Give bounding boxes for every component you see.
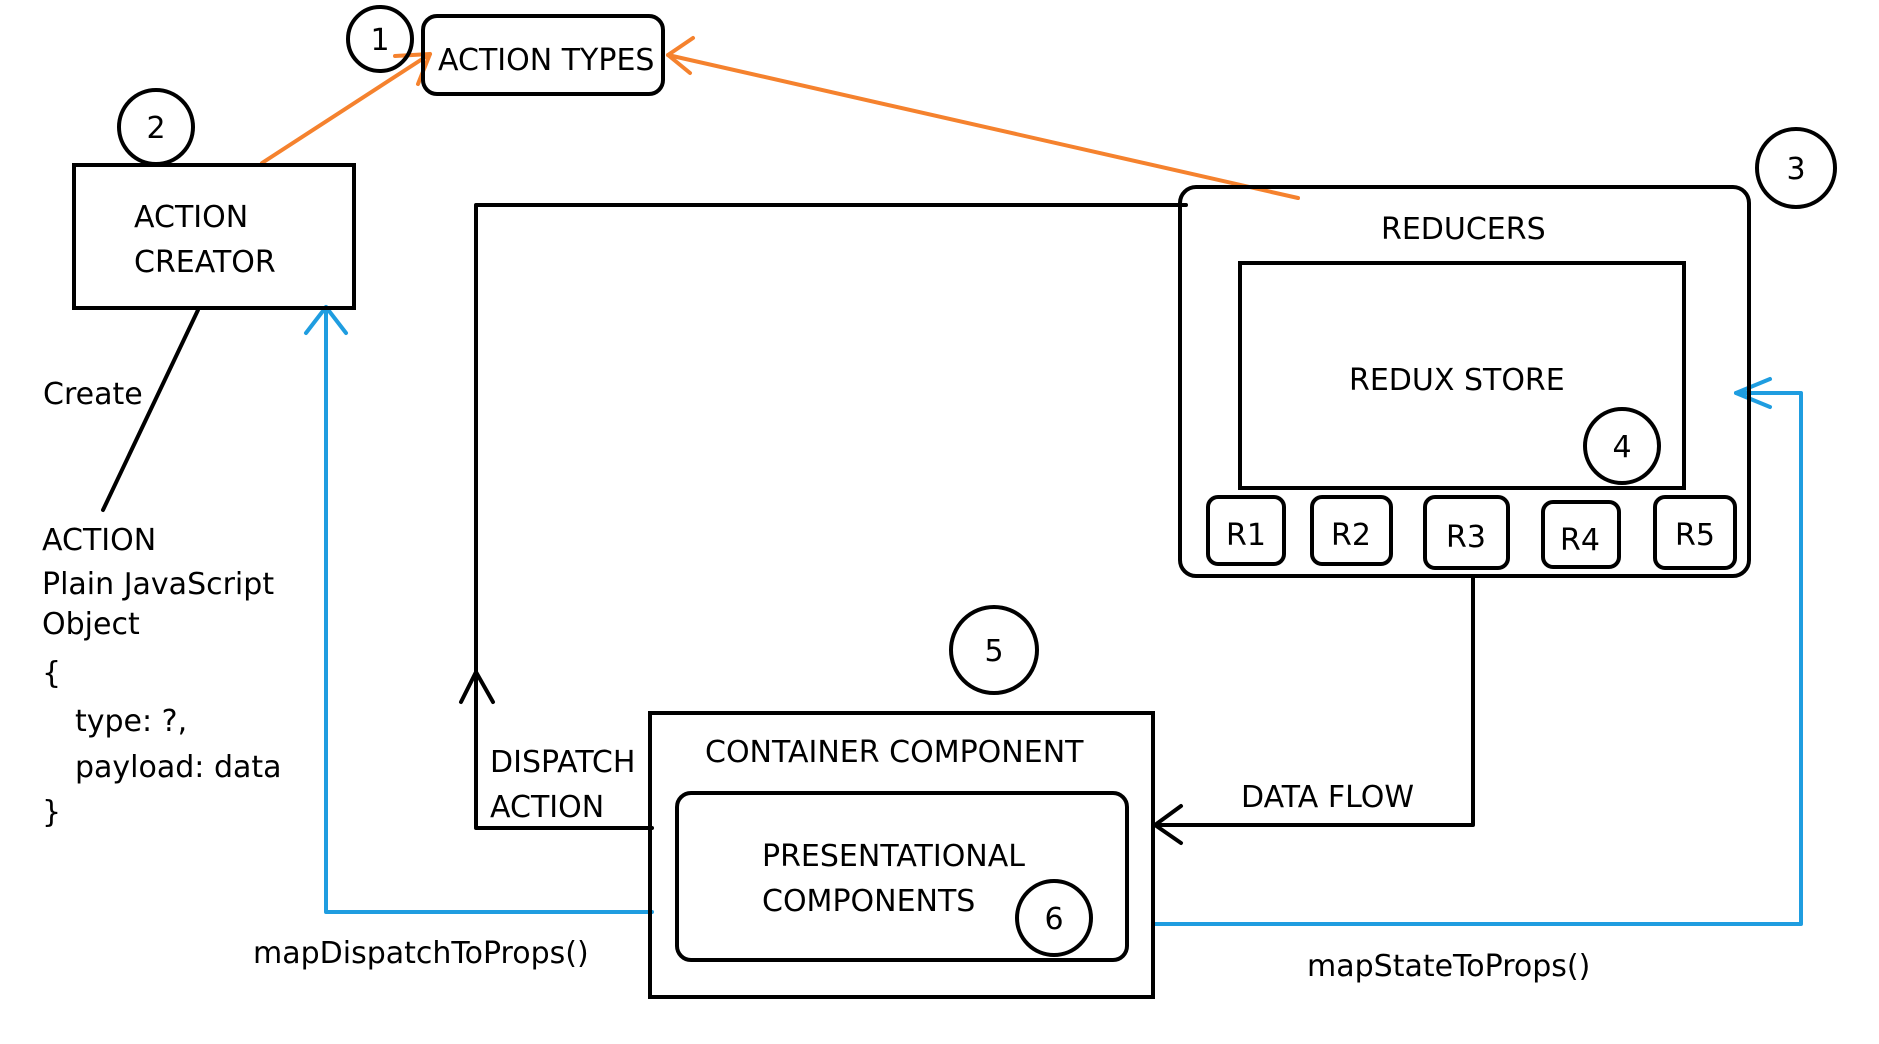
map-state-arrowhead (1734, 377, 1772, 409)
action-creator-label-line1: ACTION (134, 200, 248, 235)
action-object-title: ACTION (42, 523, 156, 558)
action-object-subtitle-line1: Plain JavaScript (42, 567, 274, 602)
reducer-r4-label: R4 (1560, 523, 1600, 558)
creator-to-types-line (260, 52, 432, 165)
create-label: Create (43, 377, 143, 412)
marker-6-circle (1015, 879, 1093, 957)
dispatch-action-label-line2: ACTION (490, 790, 604, 825)
reducers-label: REDUCERS (1381, 212, 1546, 247)
reducers-to-types-line (666, 53, 1300, 200)
marker-1-label: 1 (370, 23, 389, 58)
map-dispatch-to-props-label: mapDispatchToProps() (253, 936, 589, 971)
marker-5-label: 5 (984, 634, 1003, 669)
map-dispatch-line (324, 305, 654, 914)
marker-2-circle (117, 88, 195, 166)
container-component-label: CONTAINER COMPONENT (705, 735, 1084, 770)
reducer-r5-box (1653, 495, 1737, 570)
map-state-line (1153, 391, 1803, 926)
code-payload-line: payload: data (75, 750, 282, 785)
data-flow-label: DATA FLOW (1241, 780, 1414, 815)
reducer-r3-label: R3 (1446, 520, 1486, 555)
marker-3-label: 3 (1786, 152, 1805, 187)
action-types-label: ACTION TYPES (438, 43, 654, 78)
code-brace-open: { (42, 656, 61, 691)
redux-store-label: REDUX STORE (1349, 363, 1565, 398)
action-object-subtitle-line2: Object (42, 607, 140, 642)
marker-2-label: 2 (146, 111, 165, 146)
presentational-label-line2: COMPONENTS (762, 884, 975, 919)
reducer-r2-box (1310, 495, 1393, 566)
marker-6-label: 6 (1044, 902, 1063, 937)
code-type-line: type: ?, (75, 704, 187, 739)
presentational-label-line1: PRESENTATIONAL (762, 839, 1025, 874)
presentational-components-box (675, 791, 1129, 962)
reducer-r4-box (1541, 500, 1621, 569)
dispatch-arrowhead (459, 670, 495, 704)
dispatch-action-label-line1: DISPATCH (490, 745, 635, 780)
reducer-r2-label: R2 (1331, 518, 1371, 553)
marker-4-label: 4 (1612, 430, 1631, 465)
action-creator-label-line2: CREATOR (134, 245, 276, 280)
code-brace-close: } (42, 795, 61, 830)
data-flow-line (1153, 576, 1475, 827)
reducer-r5-label: R5 (1675, 518, 1715, 553)
action-types-box (421, 14, 665, 96)
container-component-box (648, 711, 1155, 999)
redux-store-box (1238, 261, 1686, 490)
marker-3-circle (1755, 127, 1837, 209)
reducers-to-types-arrowhead (666, 36, 695, 75)
marker-4-circle (1583, 407, 1661, 485)
reducer-r1-label: R1 (1226, 518, 1266, 553)
dispatch-action-line (474, 203, 1188, 830)
marker-5-circle (949, 605, 1039, 695)
marker-1-circle (346, 5, 414, 73)
reducer-r1-box (1206, 495, 1286, 566)
action-creator-box (72, 163, 356, 310)
create-line (101, 308, 200, 512)
reducer-r3-box (1423, 495, 1510, 570)
map-state-to-props-label: mapStateToProps() (1307, 949, 1590, 984)
reducers-box (1178, 185, 1751, 578)
